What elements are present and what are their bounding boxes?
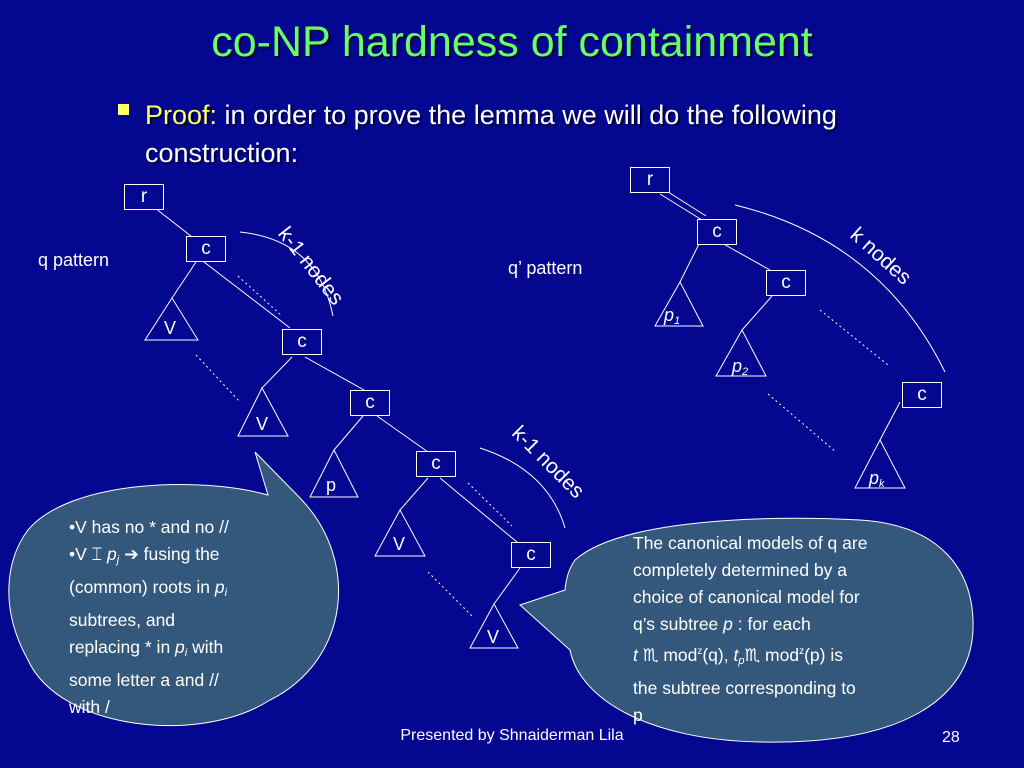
brace-right xyxy=(734,204,946,373)
edge-c2-p2 xyxy=(741,295,773,331)
proof-body: in order to prove the lemma we will do t… xyxy=(145,100,837,168)
slide-title: co-NP hardness of containment xyxy=(211,18,813,66)
triangle-label-pk: pk xyxy=(869,468,885,490)
left-node-c1: c xyxy=(186,236,226,262)
triangle-label-v3: V xyxy=(393,534,406,554)
dots-lower-2 xyxy=(427,571,473,617)
triangle-label-p1: p1 xyxy=(664,305,681,327)
edge-c1-p1 xyxy=(679,241,701,283)
edge-c2-v2 xyxy=(261,356,293,389)
triangle-label-v1: V xyxy=(164,318,177,338)
edge-r-c1 xyxy=(154,207,197,241)
edge-c1-v1 xyxy=(171,261,197,299)
left-node-c4: c xyxy=(416,451,456,477)
edge-c1-c2 xyxy=(203,261,291,329)
triangle-v1 xyxy=(144,297,199,341)
q-prime-pattern-label: q’ pattern xyxy=(508,258,583,278)
dots-lower-1 xyxy=(467,482,513,527)
triangle-label-p2: p2 xyxy=(732,356,749,378)
right-node-c1: c xyxy=(697,219,737,245)
left-node-c2: c xyxy=(282,329,322,355)
proof-text: Proof: in order to prove the lemma we wi… xyxy=(145,96,915,172)
dots-right-2 xyxy=(767,393,837,453)
edge-c5-v4 xyxy=(493,567,521,605)
edge-c1-c2 xyxy=(719,241,771,271)
footer-text: Presented by Shnaiderman Lila xyxy=(400,727,624,744)
triangle-v3 xyxy=(374,508,426,557)
right-node-c3: c xyxy=(902,382,942,408)
edge-c4-c5 xyxy=(439,477,518,543)
edge-c2-c3 xyxy=(304,356,365,391)
edge-c3-p xyxy=(333,415,364,451)
triangle-p2 xyxy=(715,328,767,377)
left-callout-text: •V has no * and no // •V ⌶ pj ➔ fusing t… xyxy=(69,517,229,717)
triangle-label-v4: V xyxy=(487,627,500,647)
left-node-c5: c xyxy=(511,542,551,568)
page-number: 28 xyxy=(942,729,960,746)
edge-c3-c4 xyxy=(376,415,429,453)
triangle-v4 xyxy=(469,602,519,649)
edge-c3-pk xyxy=(879,401,901,441)
edge-r-c1-b xyxy=(659,193,703,221)
edge-c4-v3 xyxy=(399,477,429,511)
right-node-c2: c xyxy=(766,270,806,296)
brace-upper xyxy=(239,231,334,317)
left-node-c3: c xyxy=(350,390,390,416)
dots-upper-2 xyxy=(195,354,241,403)
left-callout-shape xyxy=(8,451,340,727)
dots-right-1 xyxy=(819,309,889,366)
triangle-label-v2: V xyxy=(256,414,269,434)
left-node-r: r xyxy=(124,184,164,210)
right-callout-text: The canonical models of q are completely… xyxy=(633,533,868,725)
proof-label: Proof: xyxy=(145,100,218,130)
triangle-label-p: p xyxy=(326,475,337,495)
bullet-icon xyxy=(118,104,129,115)
triangle-p xyxy=(309,448,359,498)
triangle-v2 xyxy=(237,386,289,437)
edge-r-c1-a xyxy=(664,189,707,217)
brace-lower xyxy=(479,447,566,529)
right-callout-shape xyxy=(519,517,974,743)
triangle-pk xyxy=(854,438,906,489)
right-node-r: r xyxy=(630,167,670,193)
q-pattern-label: q pattern xyxy=(38,250,110,270)
triangle-p1 xyxy=(654,280,704,327)
dots-upper-1 xyxy=(237,275,283,317)
